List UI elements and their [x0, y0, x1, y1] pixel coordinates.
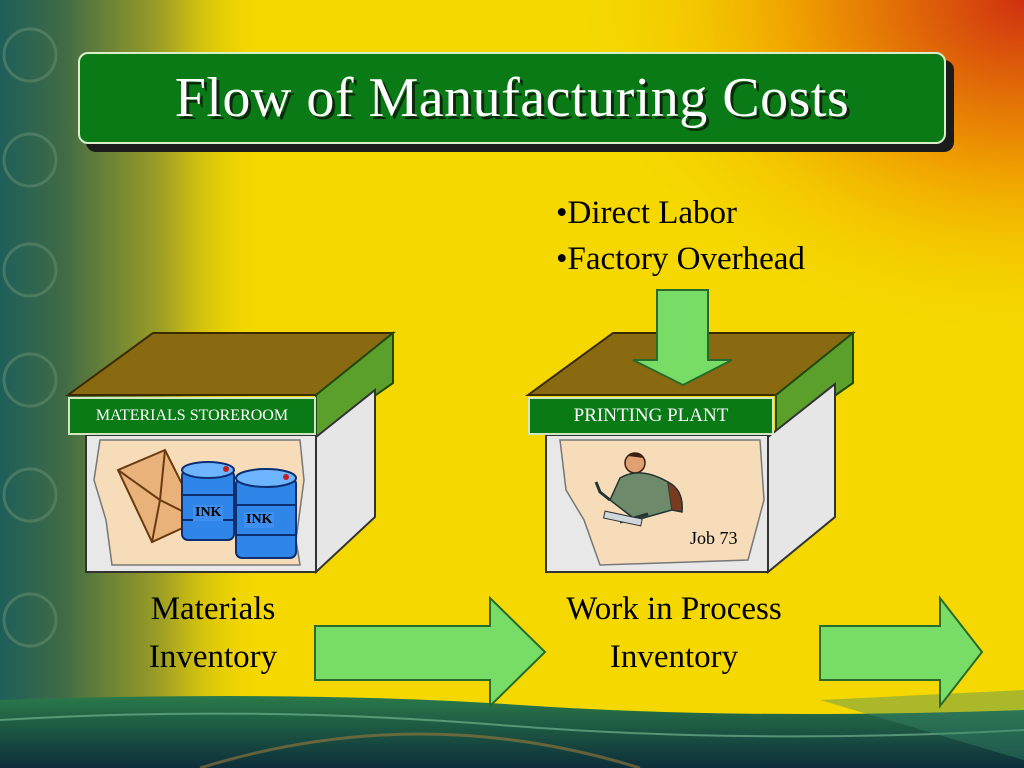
printing-plant-label: PRINTING PLANT: [528, 397, 774, 435]
down-arrow: [632, 289, 733, 387]
wip-inventory-caption: Work in Process Inventory: [520, 585, 828, 681]
job-label: Job 73: [690, 528, 738, 548]
caption-line: Inventory: [609, 639, 739, 675]
bullet-factory-overhead: •Factory Overhead: [556, 241, 805, 277]
cost-inputs-list: •Direct Labor •Factory Overhead: [556, 190, 805, 282]
caption-line: Materials: [150, 591, 276, 627]
materials-inventory-caption: Materials Inventory: [118, 585, 308, 681]
flow-arrow-to-wip: [314, 595, 547, 709]
caption-line: Work in Process: [566, 591, 782, 627]
ink-label: INK: [193, 505, 224, 521]
caption-line: Inventory: [148, 639, 278, 675]
slide-title: Flow of Manufacturing Costs: [174, 67, 850, 129]
ink-label: INK: [244, 512, 275, 528]
title-box: Flow of Manufacturing Costs: [78, 52, 946, 144]
bullet-direct-labor: •Direct Labor: [556, 195, 738, 231]
worker-icon: [594, 452, 683, 527]
flow-arrow-to-next: [819, 595, 984, 709]
materials-storeroom-label: MATERIALS STOREROOM: [68, 397, 316, 435]
